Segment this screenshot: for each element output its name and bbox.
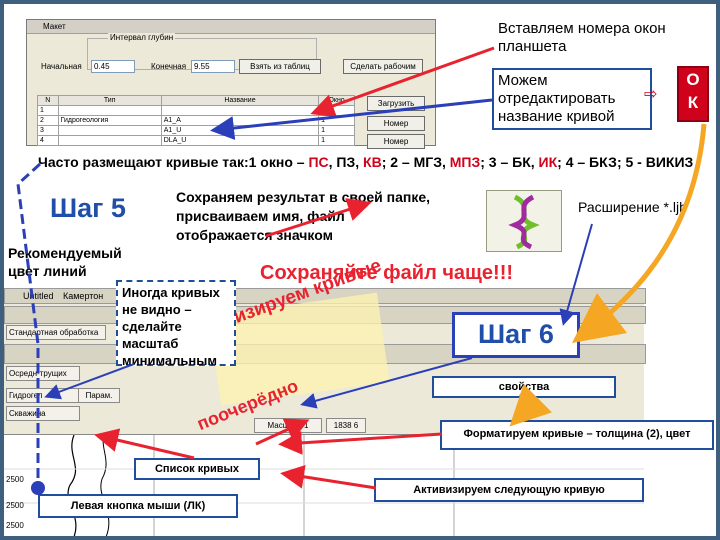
arrow-extension: [559, 223, 593, 326]
cell-window[interactable]: 1: [318, 135, 355, 146]
placement-ps: ПС: [308, 154, 329, 170]
insert-window-numbers-note: Вставляем номера окон планшета: [498, 20, 666, 55]
arrow-ok-to-step6: [572, 123, 707, 344]
fetch-from-tables-button[interactable]: Взять из таблиц: [239, 59, 321, 74]
annotation-arrows: [16, 46, 707, 495]
min-scale-note: Иногда кривых не видно – сделайте масшта…: [116, 280, 236, 368]
placement-text: Часто размещают кривые так:1 окно –: [38, 154, 309, 170]
save-often-note: Сохраняйте файл чаще!!!: [260, 262, 514, 284]
placement-note: Часто размещают кривые так:1 окно – ПС, …: [38, 154, 698, 171]
depth-field[interactable]: 1838 6: [326, 418, 366, 433]
end-depth-input[interactable]: 9.55: [191, 60, 235, 73]
placement-2: ; 2 – МГЗ,: [381, 154, 450, 170]
table-row[interactable]: 4 DLA_U 1: [37, 135, 355, 146]
dialog-titlebar: Макет: [27, 20, 435, 34]
placement-ik: ИК: [538, 154, 558, 170]
placement-3: ; 3 – БК,: [480, 154, 539, 170]
arrow-activate-next: [280, 464, 377, 490]
activate-next-label: Активизируем следующую кривую: [374, 478, 644, 502]
dashed-left-line: [16, 162, 42, 488]
click-dot: [31, 481, 45, 495]
start-depth-input[interactable]: 0.45: [91, 60, 135, 73]
averaging-select[interactable]: Осредн-трущих: [6, 366, 80, 381]
cell-name[interactable]: DLA_U: [160, 135, 320, 146]
number-button-2[interactable]: Номер: [367, 134, 425, 149]
extension-note: Расширение *.ljb: [578, 199, 687, 215]
step5-heading: Шаг 5: [50, 193, 126, 223]
depth-tick: 2500: [6, 501, 24, 510]
depth-tick: 2500: [6, 475, 24, 484]
format-curves-label: Форматируем кривые – толщина (2), цвет: [440, 420, 714, 450]
arrow-properties-to-format: [509, 384, 552, 427]
arrow-properties: [300, 357, 473, 409]
layout-dialog: Макет Интервал глубин Начальная 0.45 Кон…: [26, 19, 436, 149]
arrow-min-scale: [44, 363, 135, 400]
ok-button[interactable]: О К: [677, 66, 709, 122]
set-working-button[interactable]: Сделать рабочим: [343, 59, 423, 74]
number-button-1[interactable]: Номер: [367, 116, 425, 131]
placement-mpz: МПЗ: [449, 154, 481, 170]
depth-interval-label: Интервал глубин: [108, 33, 176, 42]
tab-kamerton[interactable]: Камертон: [63, 291, 104, 301]
placement-kv: КВ: [363, 154, 382, 170]
arrow-in-turn: [255, 418, 310, 446]
left-mouse-label: Левая кнопка мыши (ЛК): [38, 494, 238, 518]
start-label: Начальная: [41, 62, 82, 71]
arrow-to-window-column: [310, 46, 495, 118]
processing-select[interactable]: Стандартная обработка: [6, 325, 106, 340]
slide: Макет Интервал глубин Начальная 0.45 Кон…: [4, 4, 716, 536]
dialog-title: Макет: [43, 22, 66, 31]
arrow-format: [278, 430, 443, 455]
edit-name-note: Можем отредактировать название кривой: [492, 68, 652, 130]
end-label: Конечная: [151, 62, 187, 71]
well-field[interactable]: Скважина: [6, 406, 80, 421]
param-button[interactable]: Парам.: [78, 388, 120, 403]
arrow-right-icon: ⇨: [644, 86, 658, 103]
arrow-curve-list: [94, 428, 195, 460]
step6-heading: Шаг 6: [452, 312, 580, 358]
depth-tick: 2500: [6, 521, 24, 530]
curves-table: N Тип Название Окно 1 1 2 Гидрогеология …: [37, 95, 355, 146]
file-icon: [486, 190, 562, 252]
tab-untitled[interactable]: Untitled: [23, 291, 54, 301]
arrow-to-save: [265, 198, 372, 238]
placement-pz: , ПЗ,: [328, 154, 364, 170]
arrow-to-name-column: [210, 98, 493, 140]
placement-4: ; 4 – БКЗ; 5 - ВИКИЗ: [557, 154, 694, 170]
curve-list-label: Список кривых: [134, 458, 260, 480]
